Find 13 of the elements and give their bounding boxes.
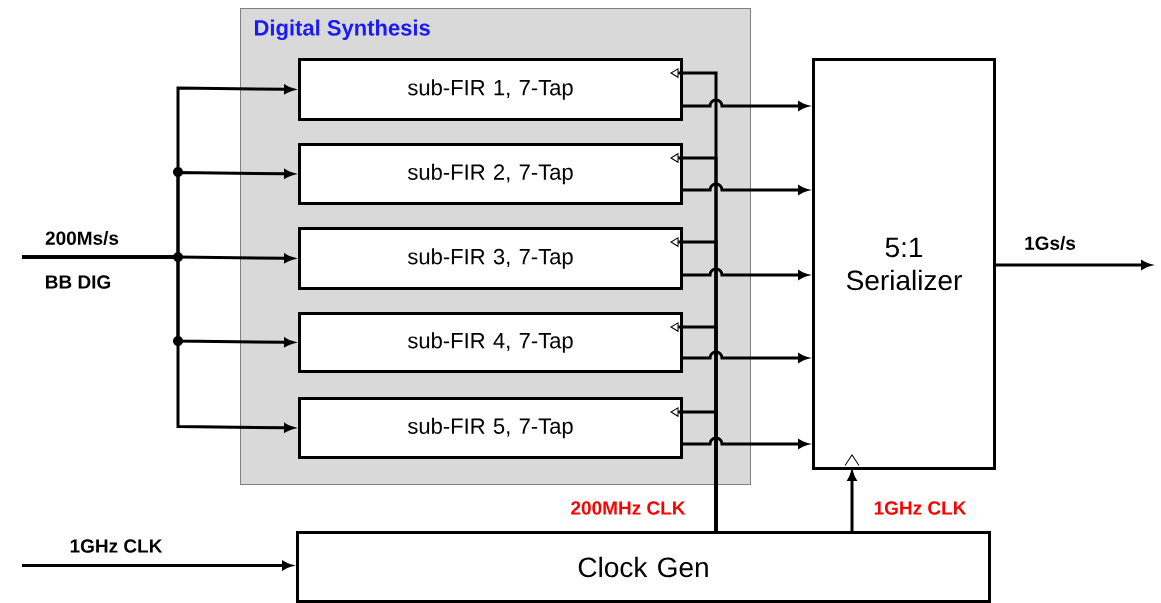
filter-box: sub-FIR 4, 7-Tap (298, 312, 683, 373)
clock-gen-box: Clock Gen (296, 531, 991, 603)
edge-label: 1Gs/s (1023, 234, 1077, 252)
filter-box: sub-FIR 5, 7-Tap (298, 397, 683, 459)
signal-label: 200MHz CLK (571, 501, 686, 515)
clock-arrow (847, 471, 857, 531)
filter-box: sub-FIR 2, 7-Tap (298, 143, 683, 205)
filter-box: sub-FIR 1, 7-Tap (298, 58, 683, 121)
edge-label: 1GHz CLK (872, 500, 968, 516)
clock-line (670, 407, 718, 531)
edge-label: 1GHz CLK (68, 538, 164, 554)
filter-box: sub-FIR 3, 7-Tap (298, 227, 683, 290)
serializer-box: 5:1 Serializer (812, 58, 996, 470)
